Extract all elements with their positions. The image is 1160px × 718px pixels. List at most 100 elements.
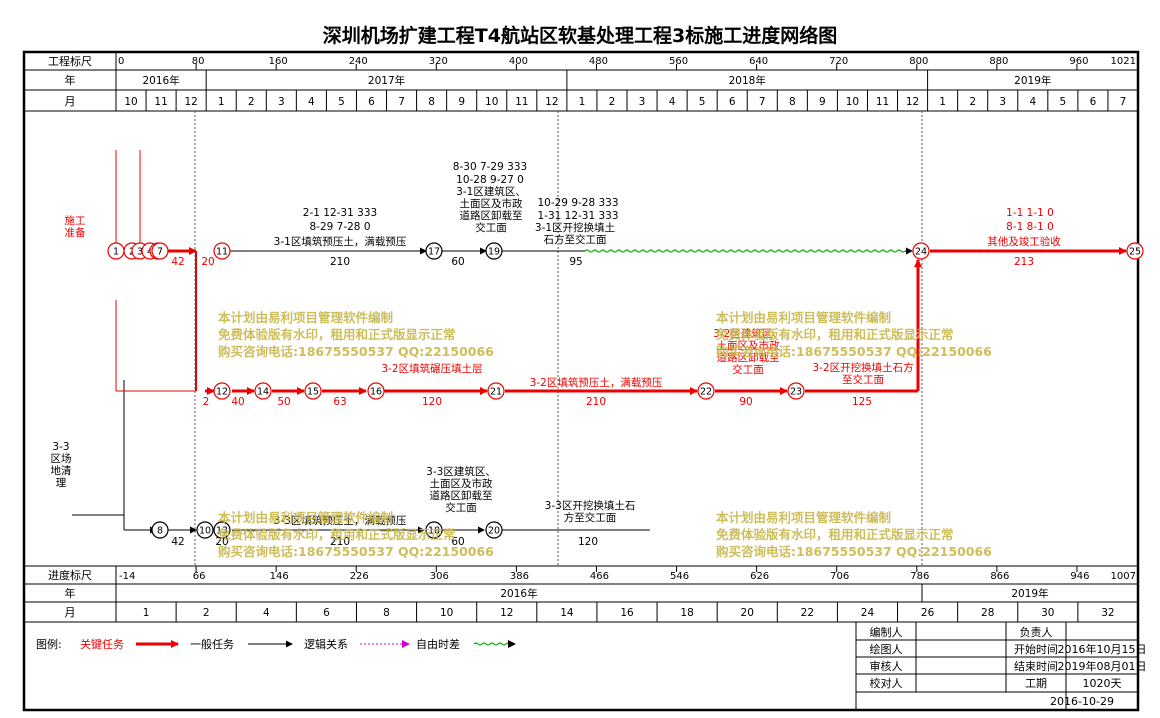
bottom-tick-label: 306 bbox=[430, 571, 449, 582]
top-month-label: 6 bbox=[368, 96, 375, 108]
dates-l1-build-2: 10-28 9-27 0 bbox=[456, 174, 524, 186]
dur-l3-20: 20 bbox=[215, 536, 228, 548]
dur-l1-fill: 210 bbox=[330, 256, 350, 268]
legend-title: 图例: bbox=[36, 637, 62, 651]
bottom-month-label: 16 bbox=[620, 607, 634, 619]
dur-l2-90: 90 bbox=[739, 396, 752, 408]
node-7: 7 bbox=[151, 242, 169, 260]
reviewer-label: 审核人 bbox=[870, 659, 903, 673]
top-month-label: 9 bbox=[819, 96, 826, 108]
bottom-month-label: 14 bbox=[560, 607, 574, 619]
watermark-line-2b: 免费体验版有水印，租用和正式版显示正常 bbox=[716, 327, 954, 342]
top-month-label: 12 bbox=[184, 96, 197, 108]
top-month-label: 6 bbox=[1090, 96, 1097, 108]
bottom-month-label: 8 bbox=[383, 607, 390, 619]
top-month-label: 7 bbox=[398, 96, 405, 108]
top-tick-label: 240 bbox=[349, 56, 368, 67]
top-tick-label: 1021 bbox=[1111, 56, 1136, 67]
node-10: 10 bbox=[196, 521, 214, 539]
label-l2-dig-box: 3-2区开挖换填土石方至交工面 bbox=[812, 362, 913, 386]
node-circle bbox=[485, 521, 503, 539]
node-8: 8 bbox=[151, 521, 169, 539]
bottom-month-label: 22 bbox=[801, 607, 814, 619]
node-number: 11 bbox=[216, 247, 228, 258]
top-month-label: 12 bbox=[906, 96, 919, 108]
month-label-bottom: 月 bbox=[65, 606, 76, 619]
owner-label: 负责人 bbox=[1020, 625, 1053, 639]
dur-final: 213 bbox=[1014, 256, 1034, 268]
dur-l1-build: 60 bbox=[451, 256, 464, 268]
label-l2-build-box: 3-2区建筑区、土面区及市政道路区卸载至交工面 bbox=[713, 328, 783, 376]
network-body: 123457810111213141516171819202122232425 … bbox=[51, 150, 1144, 559]
top-tick-label: 960 bbox=[1069, 56, 1088, 67]
bottom-tick-label: 546 bbox=[670, 571, 689, 582]
node-circle bbox=[367, 382, 385, 400]
top-month-label: 8 bbox=[428, 96, 435, 108]
year-label-bottom: 年 bbox=[65, 586, 76, 600]
start-label: 开始时间 bbox=[1014, 642, 1058, 656]
dur-l2-fill: 210 bbox=[586, 396, 606, 408]
bottom-tick-label: 66 bbox=[193, 571, 206, 582]
watermark-line-2c: 免费体验版有水印，租用和正式版显示正常 bbox=[218, 527, 456, 542]
node-circle bbox=[487, 382, 505, 400]
top-month-label: 1 bbox=[579, 96, 586, 108]
node-number: 14 bbox=[257, 387, 269, 398]
dur-l3-fill: 210 bbox=[330, 536, 350, 548]
node-number: 20 bbox=[488, 526, 500, 537]
node-circle bbox=[912, 242, 930, 260]
bottom-month-label: 30 bbox=[1041, 607, 1054, 619]
node-16: 16 bbox=[367, 382, 385, 400]
legend-float-arrow bbox=[508, 640, 516, 648]
node-13: 13 bbox=[213, 521, 231, 539]
top-tick-label: 0 bbox=[118, 56, 124, 67]
bottom-tick-label: 146 bbox=[270, 571, 289, 582]
bottom-tick-label: 466 bbox=[590, 571, 609, 582]
legend-normal-label: 一般任务 bbox=[190, 638, 234, 651]
top-month-label: 1 bbox=[939, 96, 946, 108]
node-23: 23 bbox=[787, 382, 805, 400]
bottom-month-label: 6 bbox=[323, 607, 330, 619]
node-number: 22 bbox=[700, 387, 712, 398]
label-prep-box: 施工准备 bbox=[64, 215, 86, 239]
label-prep: 施工准备 bbox=[64, 215, 86, 239]
bottom-tick-label: 866 bbox=[990, 571, 1009, 582]
node-circle bbox=[425, 521, 443, 539]
node-number: 15 bbox=[307, 387, 319, 398]
node-circle bbox=[1126, 242, 1144, 260]
top-tick-label: 480 bbox=[589, 56, 608, 67]
label-l3-dig-box: 3-3区开挖换填土石方至交工面 bbox=[545, 500, 636, 524]
node-circle bbox=[196, 521, 214, 539]
bottom-month-label: 4 bbox=[263, 607, 270, 619]
node-circle bbox=[425, 242, 443, 260]
label-l3-build: 3-3区建筑区、土面区及市政道路区卸载至交工面 bbox=[426, 466, 496, 514]
bottom-month-label: 2 bbox=[203, 607, 210, 619]
watermark-line-2d: 免费体验版有水印，租用和正式版显示正常 bbox=[716, 527, 954, 542]
bottom-month-label: 18 bbox=[680, 607, 693, 619]
label-l2-fill: 3-2区填筑预压土，满载预压 bbox=[530, 376, 663, 389]
top-tick-label: 320 bbox=[429, 56, 448, 67]
outer-frame bbox=[22, 50, 1140, 712]
dur-l3-dig: 120 bbox=[578, 536, 598, 548]
dur-l2-50: 50 bbox=[277, 396, 290, 408]
top-tick-label: 640 bbox=[749, 56, 768, 67]
print-date: 2016-10-29 bbox=[1050, 695, 1114, 708]
node-circle bbox=[787, 382, 805, 400]
dur-l1-20: 20 bbox=[201, 256, 214, 268]
node-number: 16 bbox=[370, 387, 382, 398]
progress-scale-label: 进度标尺 bbox=[48, 568, 92, 582]
dates-final-2: 8-1 8-1 0 bbox=[1006, 221, 1054, 233]
maker-label: 编制人 bbox=[870, 625, 903, 639]
drawer-label: 绘图人 bbox=[870, 642, 903, 656]
node-number: 19 bbox=[488, 247, 500, 258]
month-label: 月 bbox=[65, 95, 76, 108]
bottom-month-label: 26 bbox=[921, 607, 935, 619]
dates-l1-fill: 2-1 12-31 333 bbox=[303, 207, 377, 219]
node-number: 1 bbox=[113, 247, 119, 258]
bottom-month-label: 28 bbox=[981, 607, 994, 619]
top-year-label: 2019年 bbox=[1014, 74, 1051, 87]
top-month-label: 2 bbox=[248, 96, 255, 108]
